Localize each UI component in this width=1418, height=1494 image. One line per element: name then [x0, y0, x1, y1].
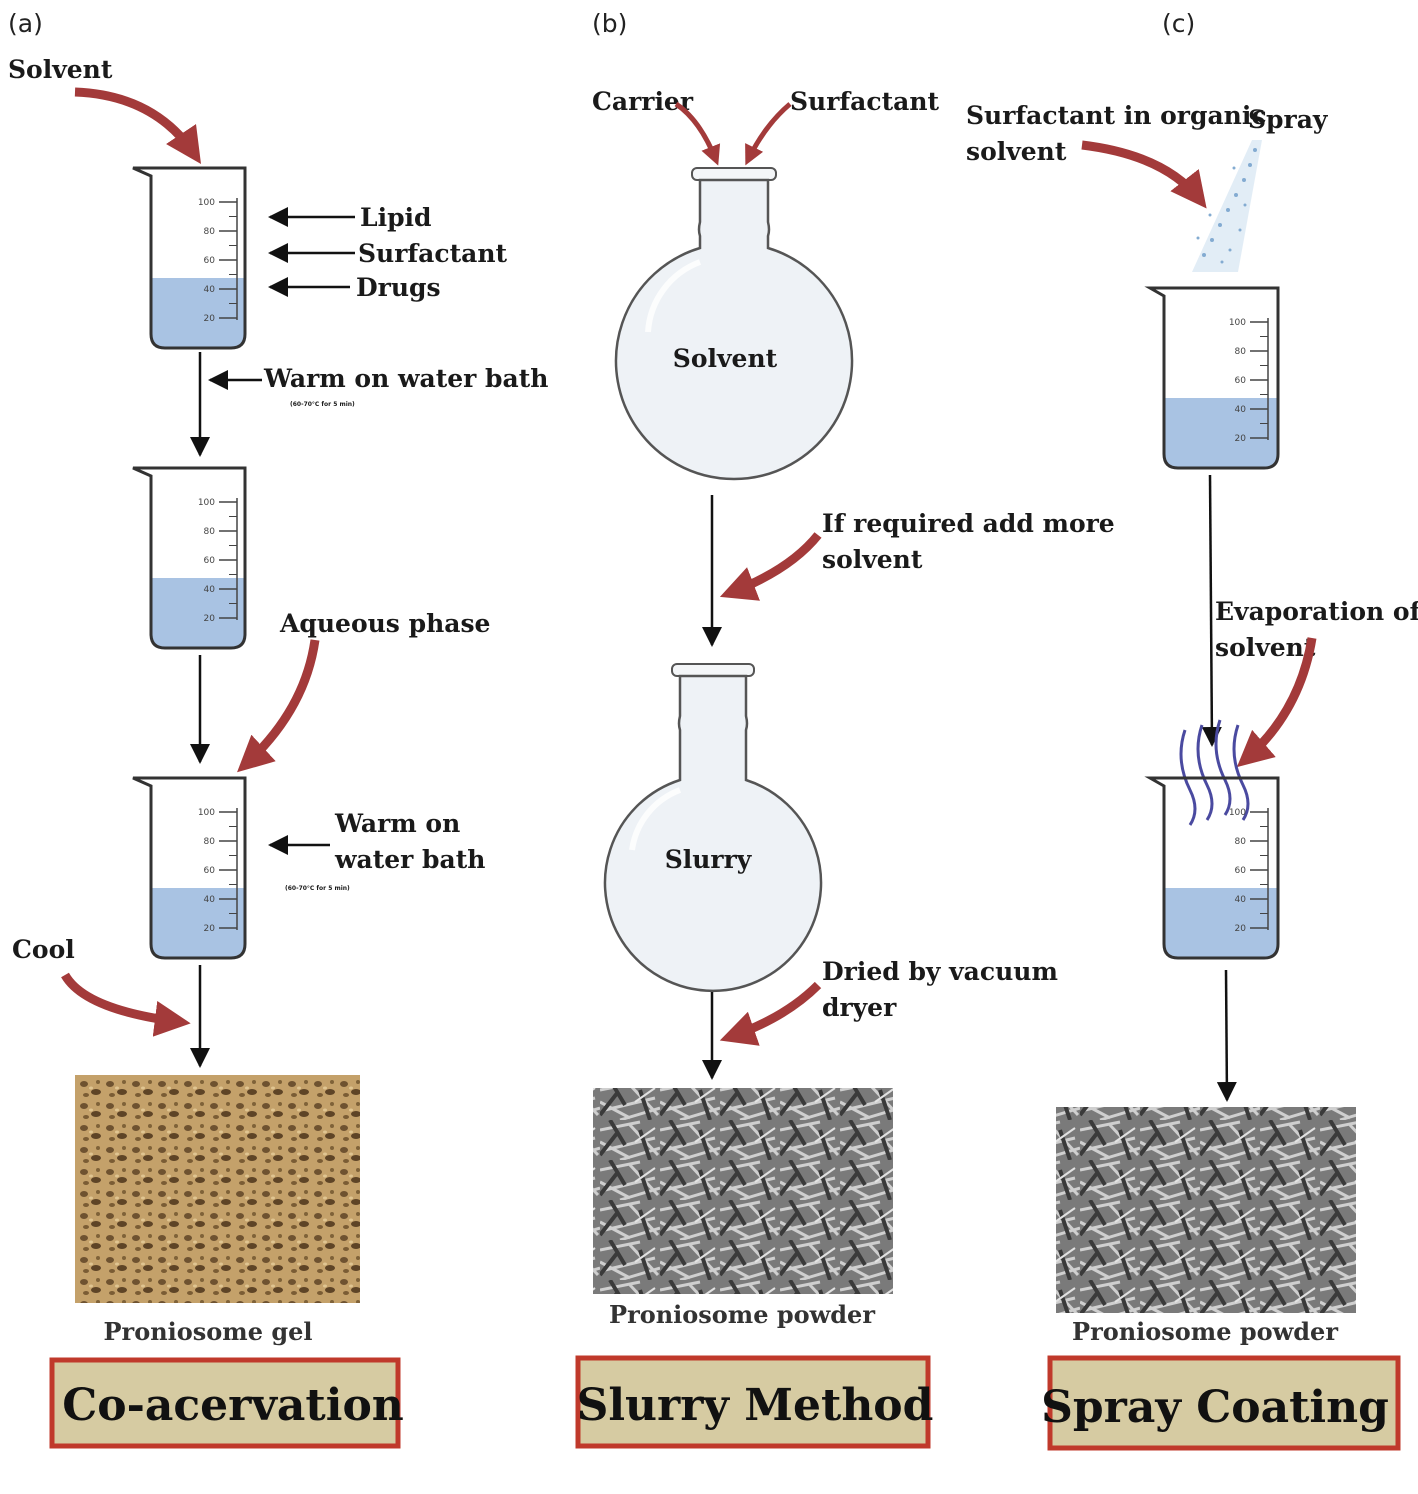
- panel-b-letter: (b): [592, 9, 627, 38]
- surfactant-label: Surfactant: [358, 239, 508, 268]
- beaker-a1: 100 80 60 40 20: [132, 166, 247, 350]
- more-solvent-line2: solvent: [822, 545, 923, 574]
- scale-tick-label: 60: [204, 866, 216, 876]
- warm2-note: (60-70°C for 5 min): [285, 885, 350, 892]
- beaker-a3: 100 80 60 40 20: [132, 776, 247, 960]
- proniosome-powder-c-image: [1056, 1107, 1356, 1313]
- panel-a-letter: (a): [8, 9, 43, 38]
- flask-b1: [614, 167, 854, 481]
- beaker-c2-scale: 100 80 60 40 20: [1229, 808, 1269, 934]
- carrier-arrow: [674, 101, 721, 166]
- panel-c: (c) Surfactant in organic solvent Spray …: [966, 9, 1418, 1451]
- evaporation-arrow: [1236, 637, 1317, 768]
- method-a-label: Co-acervation: [62, 1380, 404, 1431]
- scale-tick-label: 20: [204, 314, 216, 324]
- scale-tick-label: 60: [1235, 866, 1247, 876]
- carrier-label: Carrier: [592, 87, 694, 116]
- more-solvent-arrow: [719, 532, 822, 601]
- surfactant-organic-arrow: [1081, 140, 1207, 209]
- evaporation-line2: solvent: [1215, 633, 1316, 662]
- spray-label: Spray: [1248, 105, 1329, 134]
- product-c-label: Proniosome powder: [1072, 1317, 1338, 1346]
- warm2-label-line1: Warm on: [334, 809, 460, 838]
- scale-tick-label: 100: [198, 498, 215, 508]
- beaker-a2: 100 80 60 40 20: [132, 466, 247, 650]
- method-a-box: [49, 1357, 401, 1449]
- dried-arrow: [719, 981, 822, 1046]
- lipid-label: Lipid: [360, 203, 432, 232]
- scale-tick-label: 60: [1235, 376, 1247, 386]
- scale-tick-label: 100: [198, 808, 215, 818]
- proniosome-gel-image: [75, 1075, 360, 1303]
- solvent-label: Solvent: [8, 55, 113, 84]
- surfactant-organic-line2: solvent: [966, 137, 1067, 166]
- flow-arrow-c1: [1201, 474, 1222, 747]
- product-b-label: Proniosome powder: [609, 1300, 875, 1329]
- method-b-label: Slurry Method: [577, 1380, 934, 1431]
- scale-tick-label: 100: [198, 198, 215, 208]
- method-b-box: [575, 1355, 931, 1449]
- flow-arrow-c2: [1216, 969, 1237, 1102]
- more-solvent-line1: If required add more: [822, 509, 1115, 538]
- flask-b1-label: Solvent: [673, 344, 778, 373]
- scale-tick-label: 40: [1235, 895, 1247, 905]
- surfactant-organic-line1: Surfactant in organic: [966, 101, 1267, 130]
- product-a-label: Proniosome gel: [104, 1317, 313, 1346]
- scale-tick-label: 20: [204, 614, 216, 624]
- scale-tick-label: 60: [204, 556, 216, 566]
- beaker-a2-scale: 100 80 60 40 20: [198, 498, 238, 624]
- scale-tick-label: 80: [204, 227, 216, 237]
- steam-icon: [1179, 719, 1250, 826]
- surfactant-b-arrow: [745, 102, 792, 166]
- scale-tick-label: 40: [204, 585, 216, 595]
- flask-b2: [603, 663, 823, 992]
- proniosome-powder-b-image: [593, 1088, 893, 1294]
- scale-tick-label: 80: [204, 527, 216, 537]
- scale-tick-label: 80: [1235, 347, 1247, 357]
- beaker-c1-scale: 100 80 60 40 20: [1229, 318, 1269, 444]
- scale-tick-label: 20: [1235, 924, 1247, 934]
- cool-label: Cool: [12, 935, 75, 964]
- scale-tick-label: 40: [1235, 405, 1247, 415]
- method-c-label: Spray Coating: [1041, 1382, 1389, 1433]
- dried-line2: dryer: [822, 993, 897, 1022]
- scale-tick-label: 80: [1235, 837, 1247, 847]
- beaker-c1: 100 80 60 40 20: [1144, 286, 1280, 470]
- scale-tick-label: 20: [204, 924, 216, 934]
- method-c-box: [1047, 1355, 1401, 1451]
- flask-b2-label: Slurry: [665, 845, 753, 874]
- surfactant-b-label: Surfactant: [790, 87, 940, 116]
- panel-c-letter: (c): [1162, 9, 1195, 38]
- dried-line1: Dried by vacuum: [822, 957, 1058, 986]
- scale-tick-label: 60: [204, 256, 216, 266]
- scale-tick-label: 100: [1229, 808, 1246, 818]
- scale-tick-label: 80: [204, 837, 216, 847]
- solvent-arrow: [74, 87, 201, 164]
- panel-a: (a) Solvent 100 80 60 40 20 Lipid Surfactant…: [8, 9, 548, 1449]
- drugs-label: Drugs: [356, 273, 441, 302]
- scale-tick-label: 40: [204, 895, 216, 905]
- warm1-label: Warm on water bath: [263, 364, 548, 393]
- panel-b: (b) Carrier Surfactant Solvent If requir…: [575, 9, 1115, 1449]
- evaporation-line1: Evaporation of: [1215, 597, 1418, 626]
- cool-arrow: [61, 972, 191, 1037]
- warm1-note: (60-70°C for 5 min): [290, 401, 355, 408]
- warm2-label-line2: water bath: [334, 845, 485, 874]
- aqueous-arrow: [237, 639, 320, 773]
- beaker-a1-scale: 100 80 60 40 20: [198, 198, 238, 324]
- scale-tick-label: 20: [1235, 434, 1247, 444]
- scale-tick-label: 100: [1229, 318, 1246, 328]
- spray-mist-icon: [1192, 140, 1262, 272]
- aqueous-label: Aqueous phase: [279, 609, 490, 638]
- scale-tick-label: 40: [204, 285, 216, 295]
- beaker-a3-scale: 100 80 60 40 20: [198, 808, 238, 934]
- beaker-c2: 100 80 60 40 20: [1144, 776, 1280, 960]
